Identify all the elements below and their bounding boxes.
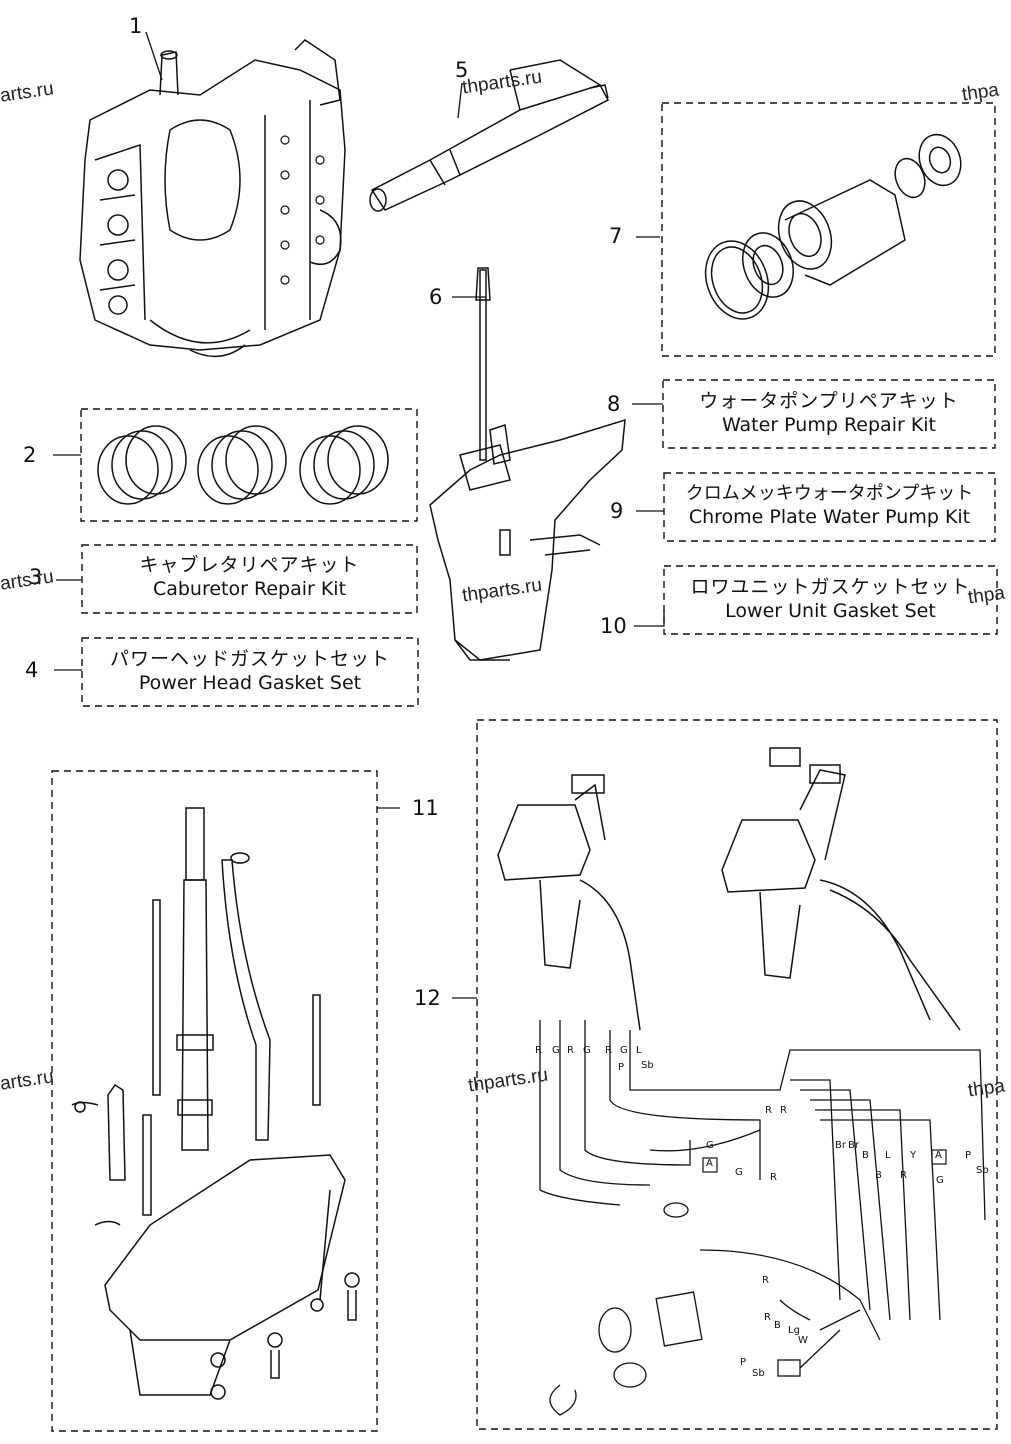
wire-color-label: R	[567, 1045, 574, 1056]
kit-label-lower-gasket: ロワユニットガスケットセット Lower Unit Gasket Set	[664, 576, 997, 624]
kit-name-en: Caburetor Repair Kit	[152, 577, 347, 600]
callout-1: 1	[129, 14, 143, 38]
kit-name-jp: クロムメッキウォータポンプキット	[685, 483, 974, 504]
wire-color-label: R	[765, 1105, 772, 1116]
kit-box-7	[661, 102, 996, 357]
kit-box-8	[662, 379, 996, 449]
wire-color-label: Y	[910, 1150, 917, 1161]
kit-name-en: Water Pump Repair Kit	[721, 413, 937, 436]
wire-color-label: W	[798, 1335, 808, 1346]
kit-label-carb: キャブレタリペアキット Caburetor Repair Kit	[82, 554, 417, 602]
callout-12: 12	[414, 986, 441, 1010]
callout-10: 10	[600, 614, 627, 638]
wire-color-label: R	[762, 1275, 769, 1286]
kit-box-3	[81, 544, 418, 614]
wire-color-label: Br	[848, 1140, 859, 1151]
kit-box-4	[81, 637, 419, 707]
kit-label-power-gasket: パワーヘッドガスケットセット Power Head Gasket Set	[82, 648, 418, 696]
wire-color-label: R	[605, 1045, 612, 1056]
wire-color-label: G	[620, 1045, 628, 1056]
wire-color-label: L	[636, 1045, 642, 1056]
callout-4: 4	[25, 658, 39, 682]
callout-5: 5	[455, 58, 469, 82]
callout-6: 6	[429, 285, 443, 309]
wire-color-label: R	[770, 1172, 777, 1183]
wire-color-label: G	[583, 1045, 591, 1056]
wire-color-label: B	[862, 1150, 869, 1161]
kit-box-11	[51, 770, 378, 1432]
kit-name-jp: パワーヘッドガスケットセット	[109, 648, 390, 670]
kit-box-2	[80, 408, 418, 522]
wire-color-label: Lg	[788, 1325, 800, 1336]
wire-color-label: Br	[835, 1140, 846, 1151]
kit-name-jp: ロワユニットガスケットセット	[690, 576, 971, 598]
remote-control-box-single	[497, 774, 641, 1031]
box-tag-a	[702, 1149, 947, 1173]
wire-color-label: G	[735, 1167, 743, 1178]
wire-color-label: P	[618, 1062, 625, 1073]
wire-color-label: G	[552, 1045, 560, 1056]
wire-color-label: Sb	[641, 1060, 654, 1071]
wire-color-label: G	[706, 1140, 714, 1151]
upper-casing	[369, 59, 610, 212]
kit-name-en: Power Head Gasket Set	[138, 671, 362, 694]
wire-color-label: R	[780, 1105, 787, 1116]
kit-name-en: Lower Unit Gasket Set	[725, 599, 936, 622]
wiring-harness	[539, 1020, 986, 1416]
kit-label-chrome-pump: クロムメッキウォータポンプキット Chrome Plate Water Pump…	[664, 483, 995, 529]
callout-8: 8	[607, 392, 621, 416]
callout-7: 7	[609, 224, 623, 248]
callout-2: 2	[23, 443, 37, 467]
kit-name-jp: キャブレタリペアキット	[139, 554, 360, 576]
water-pump-parts	[704, 133, 962, 320]
callout-11: 11	[412, 796, 439, 820]
wire-color-label: R	[764, 1312, 771, 1323]
wire-color-label: P	[965, 1150, 972, 1161]
lower-unit	[429, 267, 626, 661]
kit-box-12	[476, 719, 998, 1430]
callout-3: 3	[29, 565, 43, 589]
wire-color-label: R	[900, 1170, 907, 1181]
drive-shaft-kit	[71, 807, 360, 1400]
kit-box-10	[663, 565, 998, 635]
kit-label-water-pump: ウォータポンプリペアキット Water Pump Repair Kit	[663, 390, 995, 438]
remote-control-box-dual	[721, 747, 961, 1031]
box-tag-label: A	[706, 1158, 713, 1169]
wire-color-label: B	[774, 1320, 781, 1331]
kit-name-en: Chrome Plate Water Pump Kit	[688, 505, 971, 528]
box-tag-label: A	[935, 1150, 942, 1161]
kit-box-9	[663, 472, 996, 542]
wire-color-label: R	[535, 1045, 542, 1056]
callout-9: 9	[610, 499, 624, 523]
wire-color-label: P	[740, 1357, 747, 1368]
kit-name-jp: ウォータポンプリペアキット	[699, 390, 959, 412]
wire-color-label: B	[875, 1170, 882, 1181]
piston-ring-sets	[97, 425, 389, 505]
power-head	[79, 39, 346, 358]
wire-color-label: G	[936, 1175, 944, 1186]
wire-color-label: Sb	[976, 1165, 989, 1176]
wire-color-label: L	[885, 1150, 891, 1161]
wire-color-label: Sb	[752, 1368, 765, 1379]
